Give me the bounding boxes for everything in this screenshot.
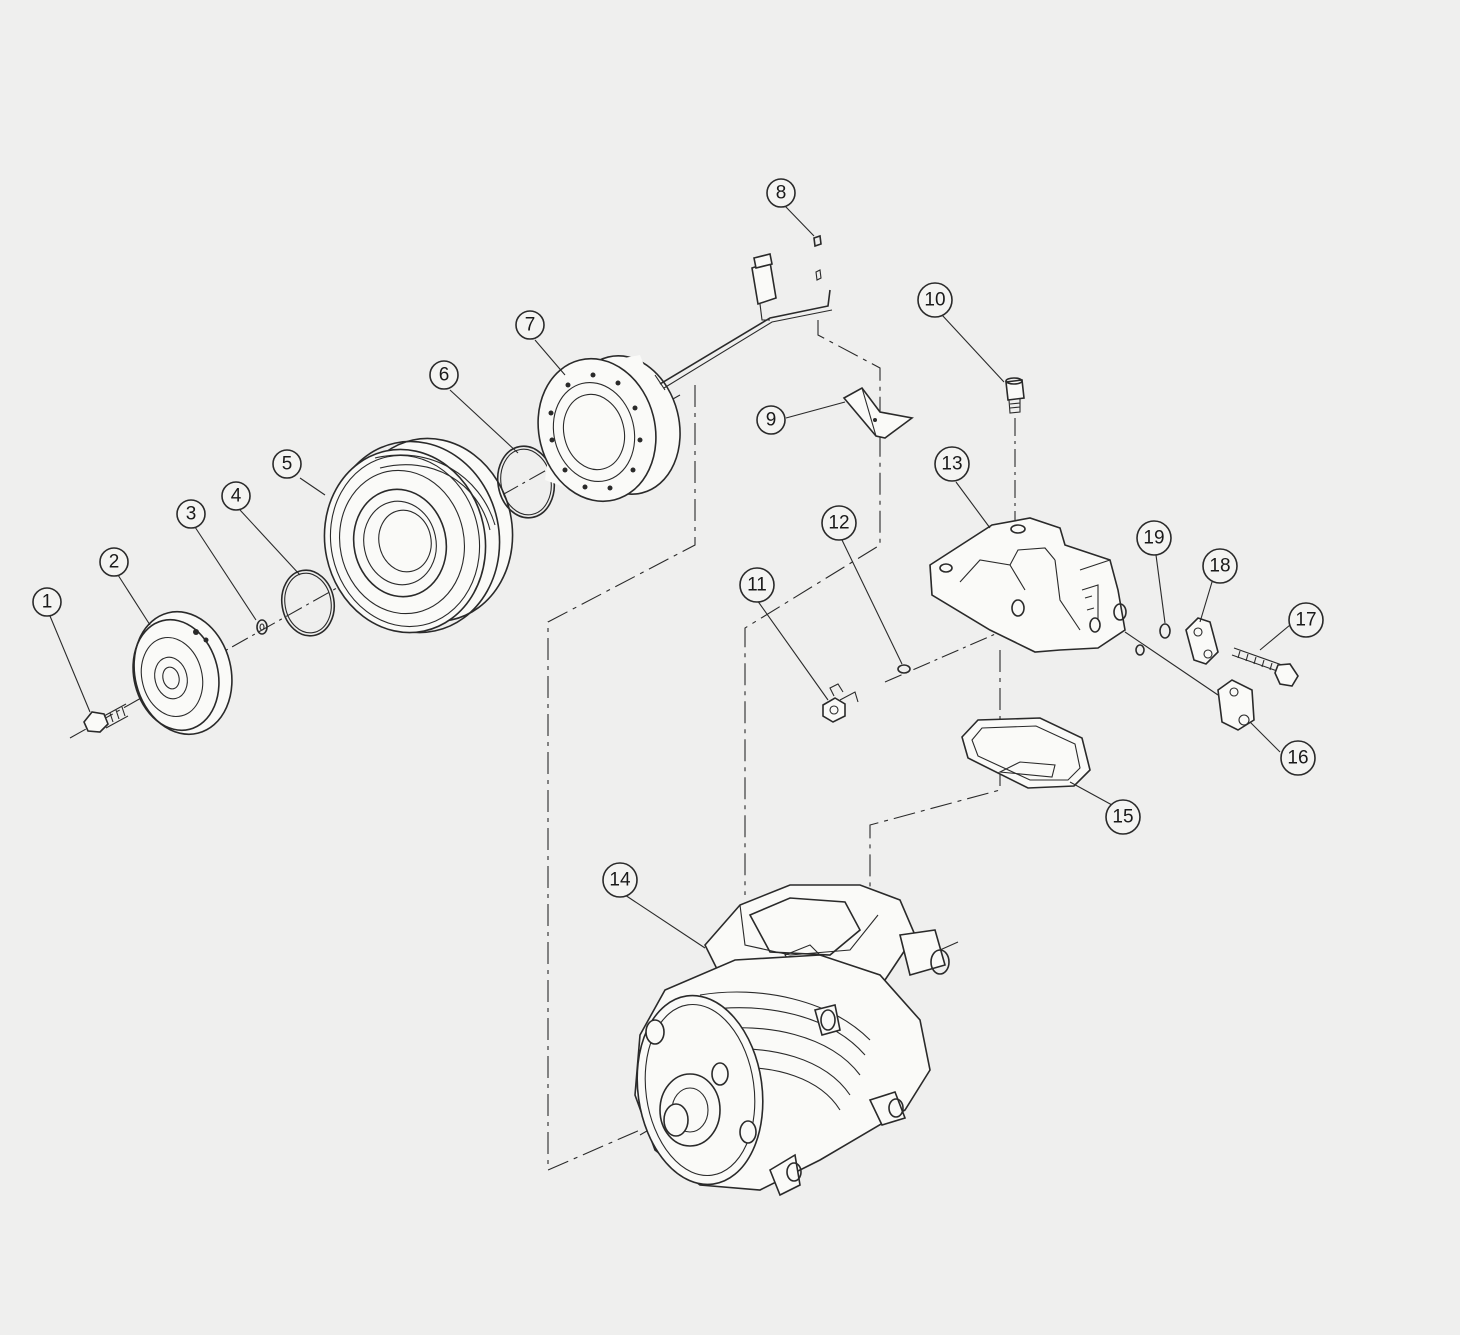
callout-label: 10 [924,290,945,311]
callout-7: 7 [515,310,545,340]
callout-label: 12 [828,513,849,534]
part-12-o-ring [897,664,911,674]
part-1-bolt [83,703,129,733]
callout-label: 14 [609,870,631,891]
part-4-snap-ring [280,569,336,637]
callout-label: 18 [1209,556,1230,577]
callout-label: 8 [776,183,787,204]
callout-8: 8 [766,178,796,208]
callout-13: 13 [934,446,970,482]
callout-label: 16 [1287,748,1308,769]
callout-18: 18 [1202,548,1238,584]
callout-12: 12 [821,505,857,541]
callout-11: 11 [739,567,775,603]
part-16-fitting-plate [1124,631,1255,731]
part-7-field-coil [537,253,833,503]
part-14-compressor [634,884,959,1197]
callout-15: 15 [1105,799,1141,835]
callout-leaders [49,205,1291,949]
callout-2: 2 [99,547,129,577]
callout-label: 2 [109,552,120,573]
callout-3: 3 [176,499,206,529]
callout-label: 15 [1112,807,1133,828]
part-15-gasket [961,717,1091,789]
part-18-fitting-plate [1185,617,1219,665]
callout-label: 19 [1143,528,1164,549]
part-10-bolt [1005,377,1025,414]
part-17-bolt [1231,647,1299,687]
part-13-manifold [929,517,1127,653]
callout-label: 9 [766,410,777,431]
callout-9: 9 [756,405,786,435]
part-2-hub-plate [132,610,233,736]
callout-label: 13 [941,454,962,475]
callout-14: 14 [602,862,638,898]
callout-label: 1 [42,592,53,613]
callout-label: 5 [282,454,293,475]
part-3-shim [256,619,268,635]
part-19-o-ring [1135,623,1171,656]
callout-5: 5 [272,449,302,479]
callout-17: 17 [1288,602,1324,638]
callout-label: 11 [747,575,767,596]
callout-10: 10 [917,282,953,318]
callout-4: 4 [221,481,251,511]
callout-19: 19 [1136,520,1172,556]
part-9-bracket [842,386,914,439]
part-5-pulley [323,437,514,634]
part-11-valve [822,683,859,723]
callout-label: 7 [525,315,536,336]
callout-16: 16 [1280,740,1316,776]
callout-6: 6 [429,360,459,390]
callout-label: 17 [1295,610,1316,631]
callout-1: 1 [32,587,62,617]
callout-label: 3 [186,504,197,525]
callout-label: 4 [231,486,242,507]
part-8-screw [813,234,822,281]
callout-label: 6 [439,365,450,386]
